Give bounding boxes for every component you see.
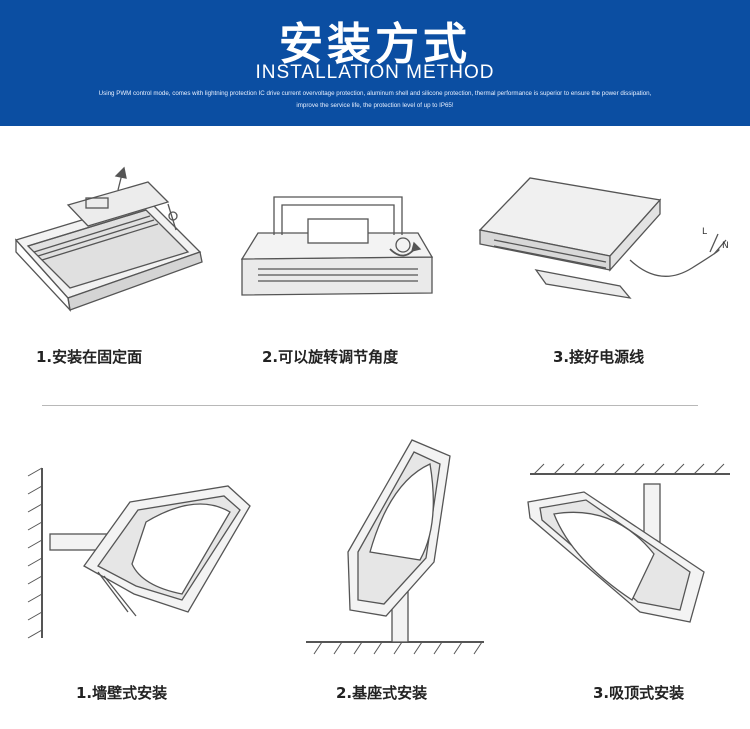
page-subtitle: INSTALLATION METHOD: [255, 62, 495, 83]
illustration-ceiling-mount: [527, 463, 730, 623]
page-title: 安装方式: [279, 19, 471, 70]
wire-label-n: N: [722, 241, 729, 251]
step-label-base-mount: 2.基座式安装: [336, 684, 428, 702]
step-label-connect-power: 3.接好电源线: [553, 348, 645, 366]
step-label-rotate-angle: 2.可以旋转调节角度: [262, 348, 399, 366]
step-label-ceiling-mount: 3.吸顶式安装: [593, 684, 685, 702]
illustration-base-mount: [306, 439, 484, 655]
product-description: Using PWM control mode, comes with light…: [98, 90, 652, 109]
wire-label-l: L: [702, 227, 707, 237]
illustration-wall-mount: [27, 467, 251, 639]
section-divider: [42, 405, 698, 406]
step-label-wall-mount: 1.墙壁式安装: [76, 684, 168, 702]
illustration-connect-power: L N: [478, 177, 729, 299]
header-banner: 安装方式 INSTALLATION METHOD Using PWM contr…: [0, 0, 750, 126]
step-label-mount-fixed-surface: 1.安装在固定面: [36, 348, 143, 366]
illustration-mount-fixed-surface: [14, 166, 203, 313]
illustration-rotate-angle: [240, 196, 434, 296]
